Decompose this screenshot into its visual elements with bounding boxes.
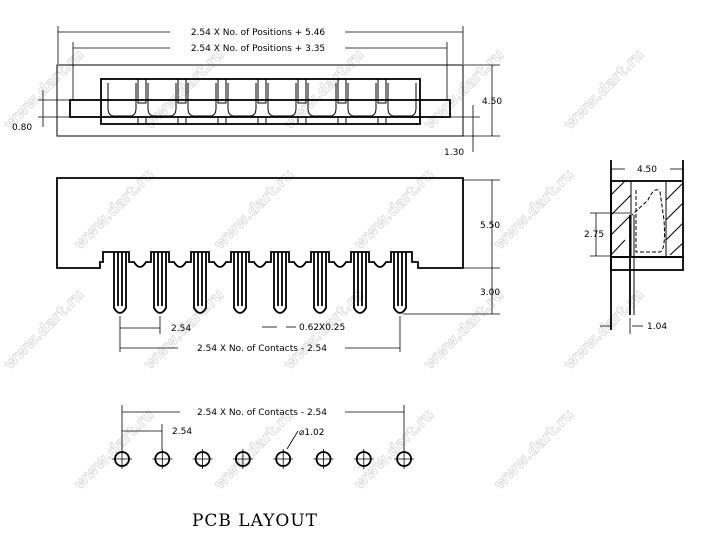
pcb-hole	[353, 449, 374, 469]
pin	[193, 252, 207, 314]
watermark-text: www.dart.ru	[560, 45, 647, 132]
pin	[153, 252, 167, 314]
top-outline	[56, 64, 464, 137]
watermark-text: www.dart.ru	[280, 45, 367, 132]
watermark-text: www.dart.ru	[0, 285, 87, 372]
watermark-text: www.dart.ru	[210, 405, 297, 492]
watermark-text: www.dart.ru	[70, 405, 157, 492]
cavity	[187, 83, 217, 117]
pin	[113, 252, 127, 314]
section-hatching	[610, 180, 684, 256]
slot	[217, 116, 227, 125]
top-height-label: 4.50	[482, 97, 502, 107]
pin	[233, 252, 247, 314]
pcb-hole	[152, 449, 173, 469]
slot	[337, 116, 347, 125]
pcb-hole	[192, 449, 213, 469]
pin-size-label: 0.62X0.25	[299, 323, 345, 333]
side-width-label: 4.50	[637, 165, 657, 175]
pin-offset-label: 1.04	[647, 322, 667, 332]
flange-label: 0.80	[12, 123, 32, 133]
watermark-text: www.dart.ru	[490, 405, 577, 492]
watermark-text: www.dart.ru	[420, 285, 507, 372]
pin	[393, 252, 407, 314]
watermark-text: www.dart.ru	[350, 405, 437, 492]
hidden-contact	[631, 189, 665, 253]
slot	[177, 116, 187, 125]
divider	[377, 78, 387, 104]
contacts-span-label: 2.54 X No. of Contacts - 2.54	[197, 344, 327, 354]
pin	[313, 252, 327, 314]
watermark-text: www.dart.ru	[420, 45, 507, 132]
pcb-hole	[273, 449, 294, 469]
cavity	[107, 83, 137, 117]
body-height-label: 5.50	[480, 221, 500, 231]
side-base	[610, 256, 684, 271]
side-body	[610, 180, 684, 258]
watermark-layer: www.dart.ru www.dart.ru www.dart.ru www.dar…	[0, 45, 648, 493]
pcb-layout-title: PCB LAYOUT	[192, 511, 318, 531]
divider	[177, 78, 187, 104]
cavity	[147, 83, 177, 117]
pcb-span-label: 2.54 X No. of Contacts - 2.54	[197, 408, 327, 418]
divider	[297, 78, 307, 104]
hole-diameter-label: ⌀1.02	[299, 428, 324, 438]
divider	[137, 78, 147, 104]
overall-length-label: 2.54 X No. of Positions + 5.46	[191, 28, 326, 38]
watermark-text: www.dart.ru	[140, 45, 227, 132]
side-height-label: 2.75	[584, 230, 604, 240]
slot	[257, 116, 267, 125]
pcb-hole	[112, 449, 132, 469]
divider	[337, 78, 347, 104]
cavity	[387, 83, 417, 117]
inner-length-label: 2.54 X No. of Positions + 3.35	[191, 44, 325, 54]
offset-label: 1.30	[444, 148, 464, 158]
pcb-hole	[232, 449, 253, 469]
pitch-label: 2.54	[171, 324, 191, 334]
pcb-hole	[394, 449, 415, 469]
pcb-hole	[313, 449, 334, 469]
slot	[377, 116, 387, 125]
pcb-layout: 2.54 X No. of Contacts - 2.54 2.54 ⌀1.02…	[112, 405, 415, 531]
watermark-text: www.dart.ru	[0, 45, 87, 132]
pcb-pitch-label: 2.54	[172, 427, 192, 437]
top-view: 2.54 X No. of Positions + 5.46 2.54 X No…	[12, 26, 502, 158]
cavity	[227, 83, 257, 117]
cavity	[267, 83, 297, 117]
pin-length-label: 3.00	[480, 288, 500, 298]
pin	[273, 252, 287, 314]
side-view: 4.50 2.75 1.04	[584, 160, 684, 334]
front-view: 5.50 3.00 2.54 0.62X0.25 2.54 X No. of C…	[56, 177, 500, 354]
watermark-text: www.dart.ru	[490, 165, 577, 252]
divider	[257, 78, 267, 104]
cavity	[307, 83, 337, 117]
pin	[353, 252, 367, 314]
divider	[217, 78, 227, 104]
cavity	[347, 83, 377, 117]
front-body	[56, 177, 464, 269]
